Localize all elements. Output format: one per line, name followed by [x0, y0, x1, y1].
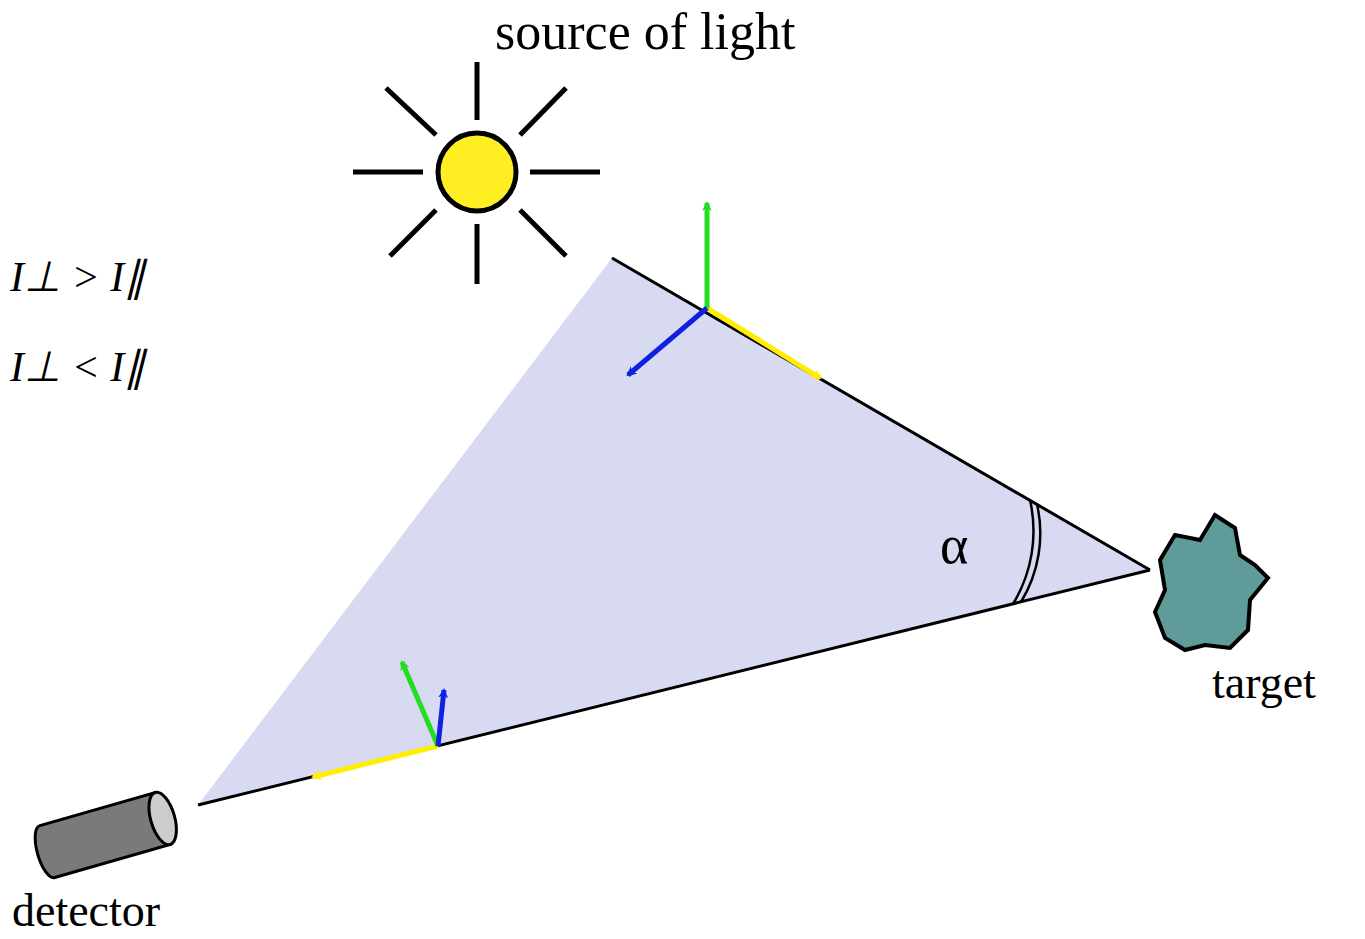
detector-symbol [30, 789, 181, 880]
target-object [1155, 515, 1268, 650]
target-label: target [1212, 660, 1316, 706]
polarization-arrows [628, 203, 820, 378]
scattered-ray [198, 570, 1150, 805]
detector-label: detector [12, 888, 160, 934]
source-label: source of light [495, 6, 795, 58]
intensity-relation: I⊥ > I∥ [10, 256, 145, 298]
scattering-plane [198, 258, 1150, 805]
light-source-symbol [353, 62, 600, 284]
incident-ray [612, 258, 1150, 570]
polarization-arrows [313, 662, 444, 777]
angle-label: α [940, 518, 968, 572]
angle-arc [1021, 504, 1040, 602]
intensity-relation: I⊥ < I∥ [10, 346, 145, 388]
angle-arc [1013, 500, 1033, 604]
